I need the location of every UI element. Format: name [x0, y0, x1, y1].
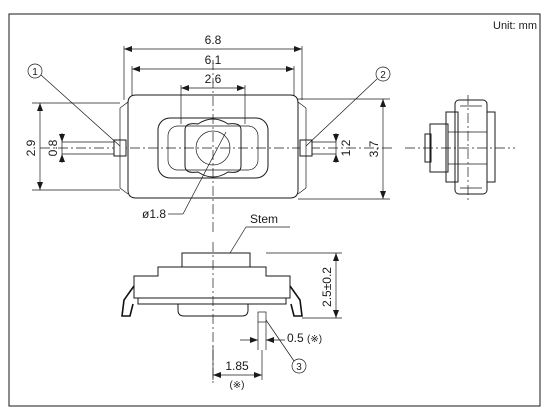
top-view: 6.8 6.1 2.6 2.9 0.8 1.2 3.7	[24, 33, 395, 232]
side-view	[405, 95, 515, 200]
dim-side-height: 2.5±0.2	[320, 267, 334, 307]
stem-side	[181, 252, 251, 268]
stem-top	[184, 118, 242, 178]
callout-3-circle	[291, 358, 307, 374]
dim-width-overall: 6.8	[205, 33, 222, 47]
dim-terminal-thickness-note: (※)	[307, 334, 322, 345]
dim-terminal-pitch: 1.85	[225, 359, 249, 373]
callout-1: 1	[32, 67, 38, 78]
dim-terminal-thickness: 0.5	[287, 331, 304, 345]
dim-height-left-inner: 0.8	[46, 139, 60, 156]
inner-frame	[157, 117, 269, 179]
unit-label: Unit: mm	[493, 20, 537, 32]
front-view: Stem 2.5±0.2 0.5 (※) 1.85 (※) 3	[121, 212, 342, 391]
dim-width-stem: 2.6	[205, 72, 222, 86]
callout-1-circle	[27, 63, 43, 79]
stem-label: Stem	[250, 212, 278, 226]
dim-height-right-inner: 1.2	[339, 139, 353, 156]
left-terminal-side	[121, 285, 135, 317]
callout-3: 3	[296, 362, 302, 373]
body-outline	[127, 94, 299, 199]
dim-height-right-outer: 3.7	[367, 140, 381, 157]
right-terminal-side	[289, 285, 303, 317]
drawing-frame	[8, 13, 541, 407]
dim-terminal-pitch-note: (※)	[229, 380, 244, 391]
body-side	[133, 266, 291, 299]
callout-2: 2	[380, 70, 386, 81]
dim-height-left-outer: 2.9	[24, 139, 38, 156]
callout-2-circle	[375, 66, 391, 82]
dim-stem-diameter: ø1.8	[142, 207, 166, 221]
dim-width-body: 6.1	[205, 53, 222, 67]
